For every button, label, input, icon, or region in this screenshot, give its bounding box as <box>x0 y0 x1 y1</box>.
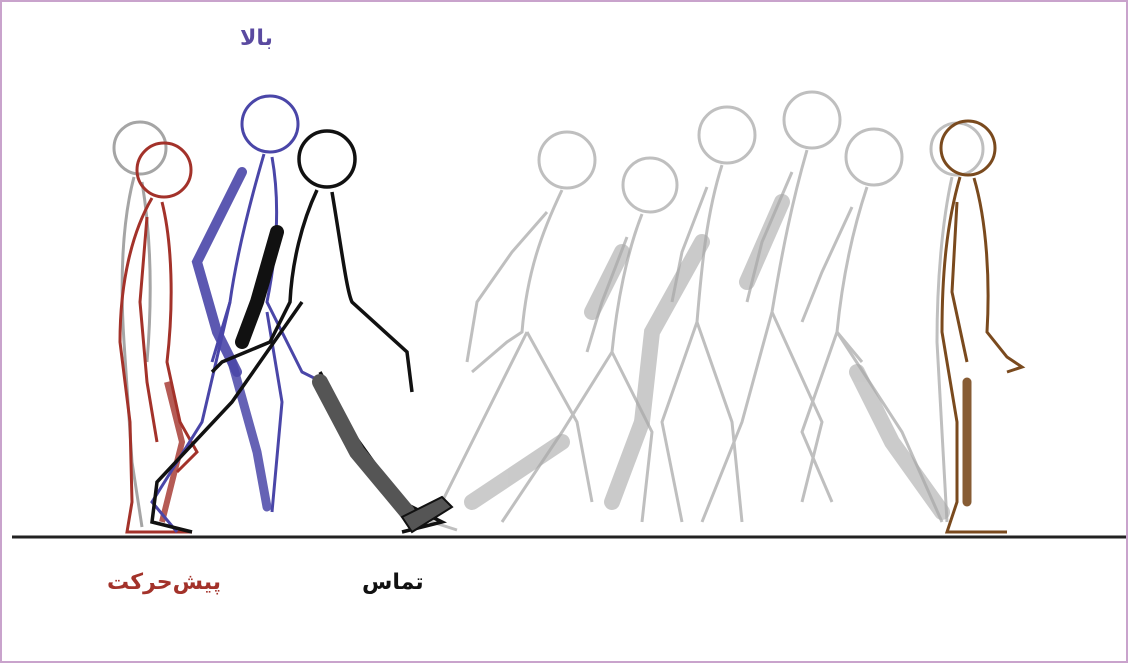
label-contact: تماس <box>362 570 424 595</box>
gray-figure-back <box>112 120 168 528</box>
red-figure-anticipation <box>118 141 199 534</box>
black-figure-contact <box>150 129 454 534</box>
brown-figure-end <box>939 119 1026 534</box>
label-anticipation: پیش‌حرکت <box>107 570 221 595</box>
label-up: بالا <box>240 26 273 51</box>
faded-thick-limbs <box>464 194 950 520</box>
